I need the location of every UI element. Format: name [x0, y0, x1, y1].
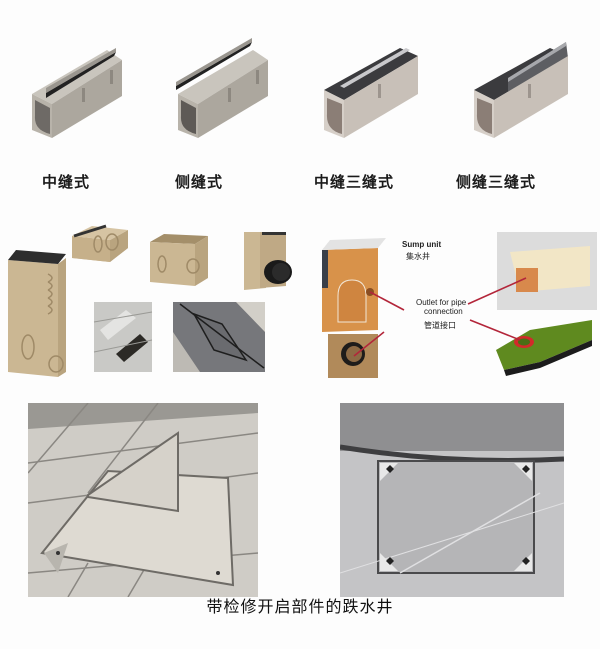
caption-side-triple-slot: 侧缝三缝式 — [456, 173, 537, 191]
sump-unit-label-en: Sump unit — [402, 240, 442, 249]
sump-unit-label-zh: 集水井 — [406, 252, 430, 261]
sump-body-icon — [8, 224, 292, 377]
channel-center-slot — [22, 38, 132, 138]
outlet-diagram-graphic — [322, 232, 597, 378]
drain-channel-icon — [474, 42, 568, 138]
bottom-title: 带检修开启部件的跌水井 — [206, 597, 394, 616]
caption-center-triple-slot: 中缝三缝式 — [314, 173, 395, 191]
outlet-diagram: Sump unit 集水井 Outlet for pipe connection… — [300, 222, 600, 382]
photo-paved-manhole-cover — [28, 403, 258, 597]
channel-center-triple-slot — [318, 38, 428, 138]
outlet-label-zh: 管道接口 — [424, 321, 456, 330]
outlet-label-en-line1: Outlet for pipe — [416, 298, 467, 307]
caption-side-slot: 侧缝式 — [175, 173, 224, 191]
channel-side-triple-slot — [468, 38, 578, 138]
drain-channel-icon — [32, 48, 122, 138]
drain-channel-icon — [176, 38, 268, 138]
tiled-cover-image — [340, 403, 564, 597]
channel-side-slot — [168, 38, 278, 138]
outlet-label-en-line2: connection — [424, 307, 463, 316]
drain-channel-icon — [324, 48, 418, 138]
caption-center-slot: 中缝式 — [42, 173, 91, 191]
paved-cover-image — [28, 403, 258, 597]
sump-components-group — [0, 222, 300, 382]
photo-tiled-manhole-cover — [340, 403, 564, 597]
